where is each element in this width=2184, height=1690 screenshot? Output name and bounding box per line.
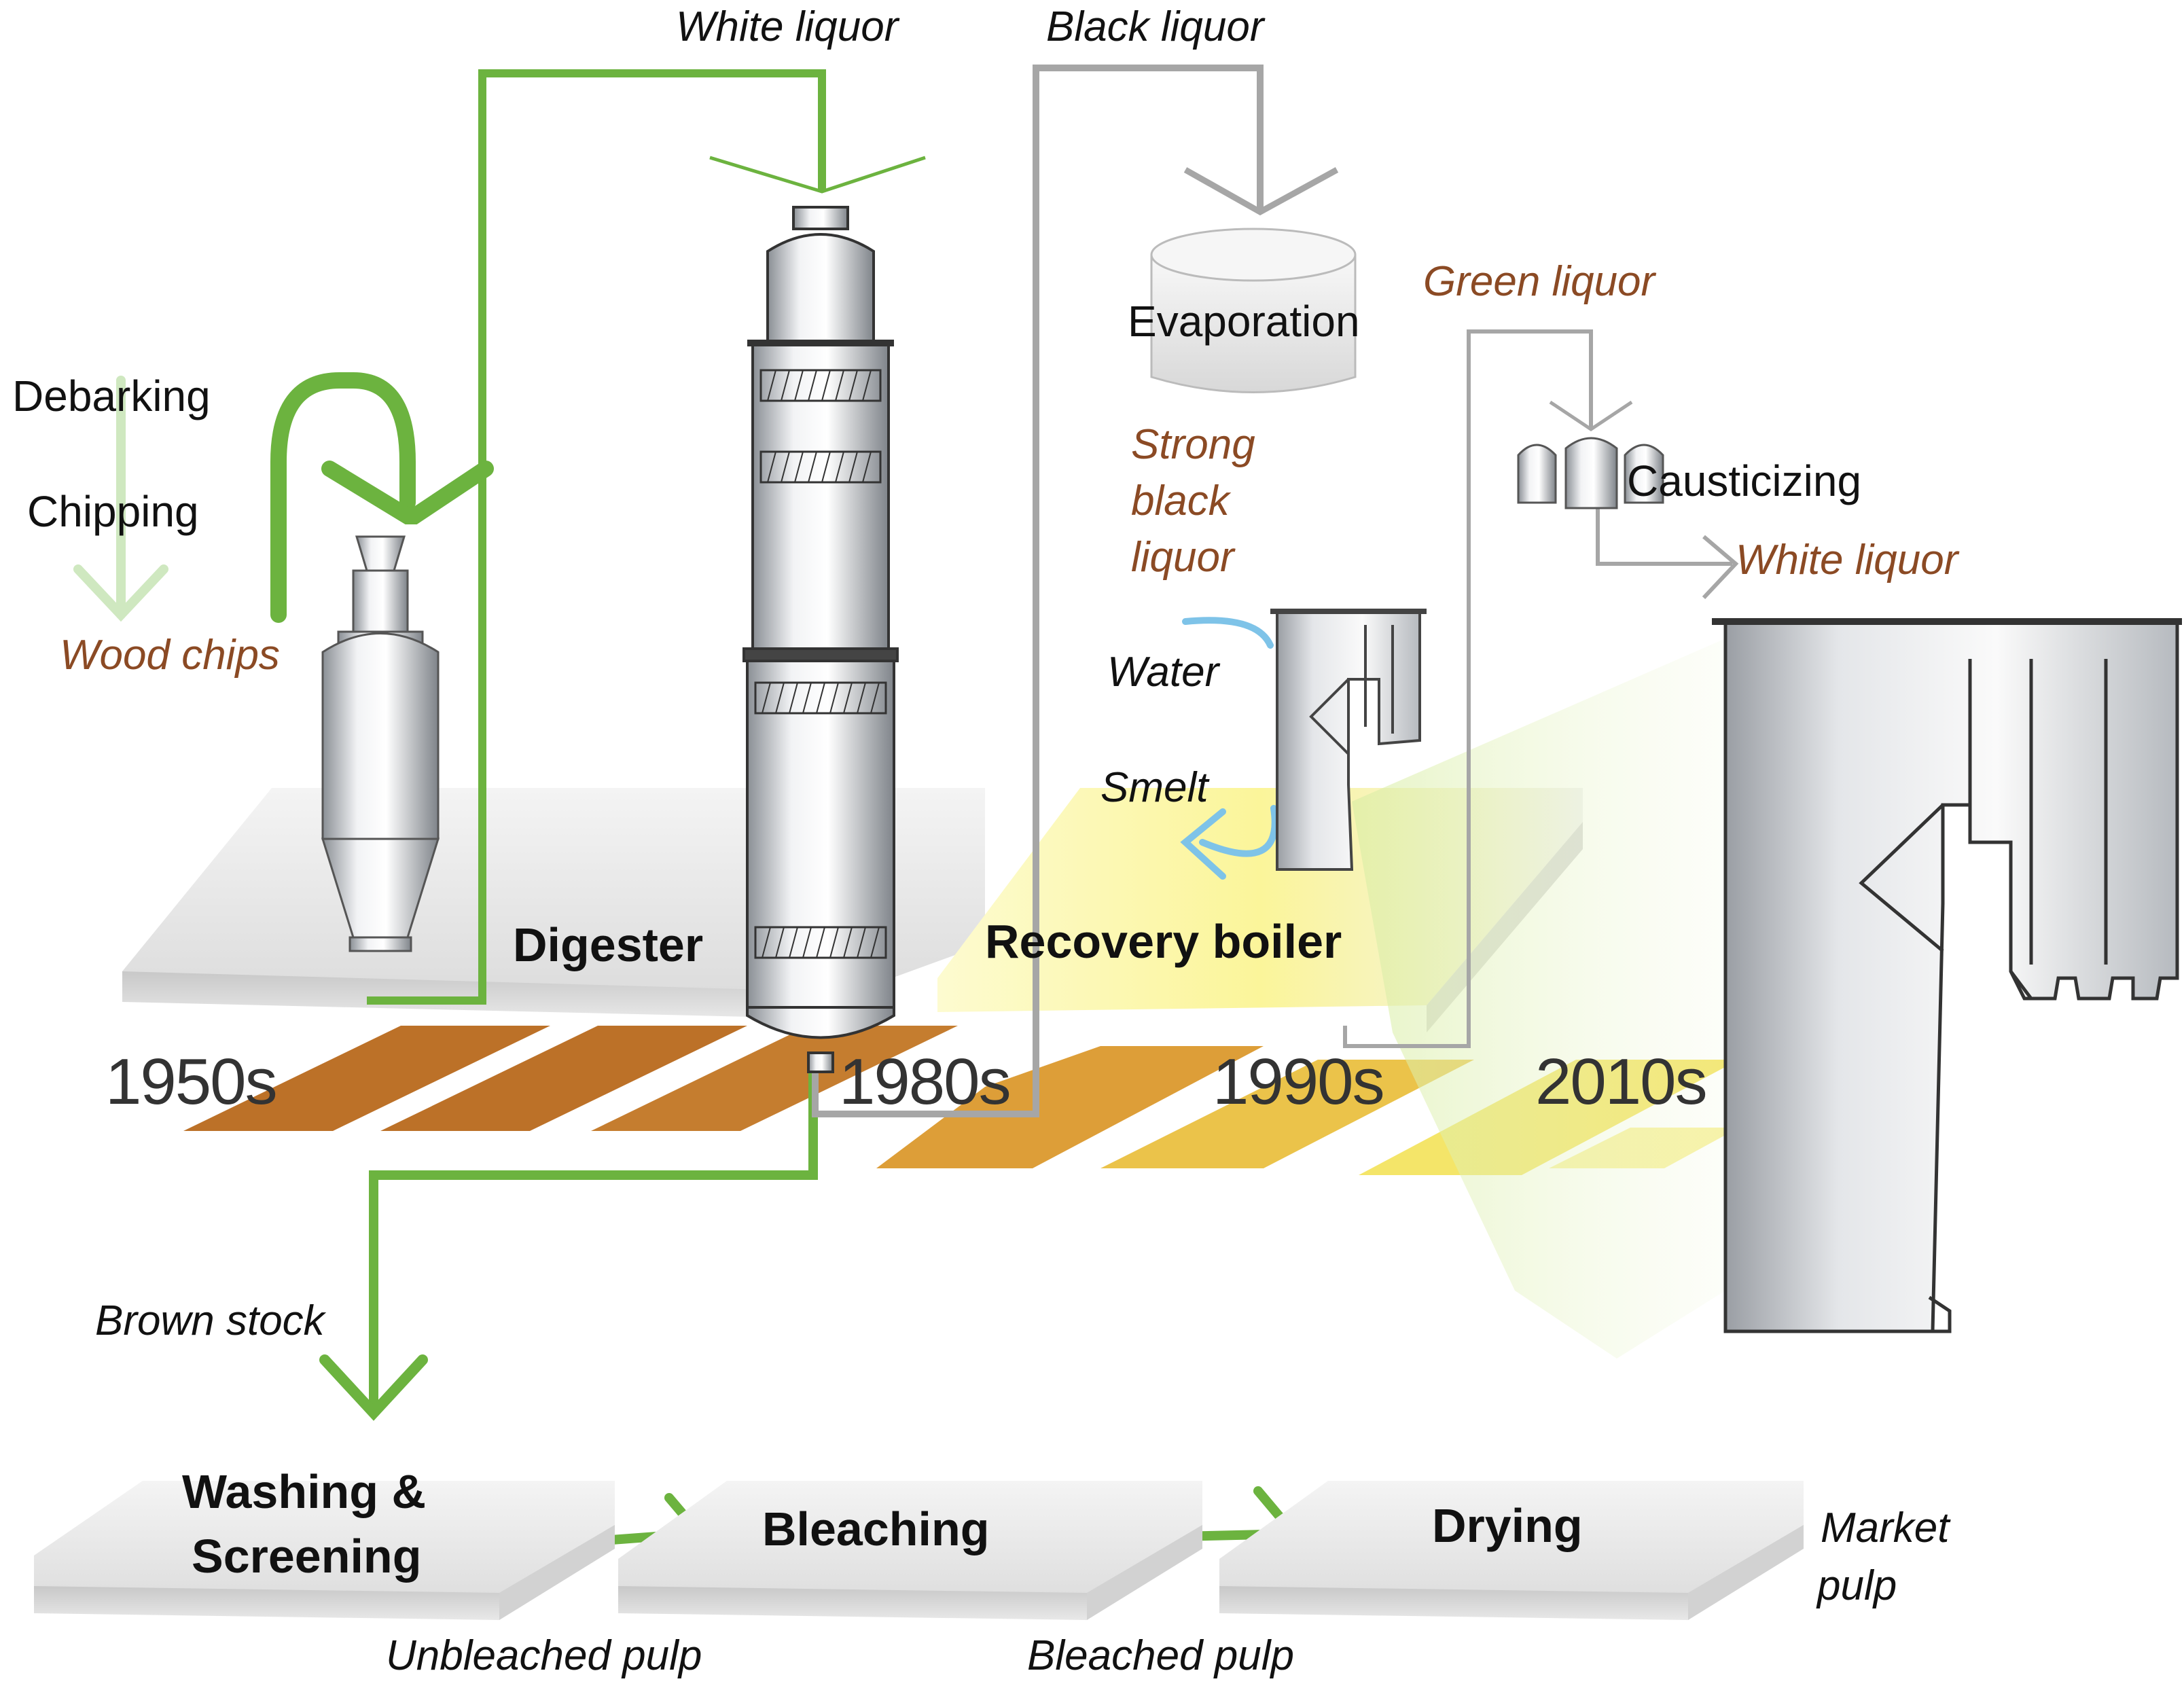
era-label-1950s: 1950s	[105, 1045, 276, 1118]
market-pulp-line-2: pulp	[1816, 1562, 1897, 1609]
recovery-boiler-stage-label: Recovery boiler	[985, 915, 1342, 968]
white-liquor-top-label: White liquor	[676, 3, 900, 50]
evaporation-label: Evaporation	[1128, 297, 1360, 346]
causticizing-tanks-icon	[1517, 437, 1664, 509]
market-pulp-line-1: Market	[1821, 1505, 1951, 1551]
small-recovery-boiler-icon	[1270, 609, 1427, 871]
chip-feeder-vessel-icon	[321, 535, 440, 952]
chipping-label: Chipping	[27, 487, 199, 536]
brown-stock-label: Brown stock	[95, 1297, 327, 1344]
black-liquor-label: Black liquor	[1046, 3, 1266, 50]
bleached-pulp-label: Bleached pulp	[1027, 1632, 1294, 1679]
smelt-label: Smelt	[1100, 764, 1210, 811]
white-liquor-right-label: White liquor	[1736, 537, 1960, 583]
bleaching-stage-label: Bleaching	[762, 1503, 990, 1556]
era-label-2010s: 2010s	[1535, 1045, 1706, 1118]
strong-black-liquor-line-1: Strong	[1131, 421, 1255, 468]
wood-chips-label: Wood chips	[60, 632, 280, 679]
green-liquor-label: Green liquor	[1423, 258, 1657, 305]
water-smelt-arrows	[1180, 617, 1278, 880]
pre-processing-arrow	[73, 376, 168, 622]
strong-black-liquor-line-2: black	[1131, 478, 1232, 524]
debarking-label: Debarking	[12, 372, 211, 420]
boiler-zoom-beam	[1352, 639, 1725, 1359]
era-label-1990s: 1990s	[1213, 1045, 1384, 1118]
washing-stage-label-line-2: Screening	[192, 1530, 421, 1583]
digester-stage-label: Digester	[513, 918, 703, 971]
causticizing-label: Causticizing	[1627, 456, 1861, 505]
drying-stage-label: Drying	[1432, 1499, 1583, 1552]
strong-black-liquor-line-3: liquor	[1131, 534, 1236, 581]
washing-stage-label-line-1: Washing &	[182, 1465, 426, 1518]
evaporation-tank-icon	[1150, 228, 1357, 393]
large-recovery-boiler-icon	[1712, 618, 2182, 1333]
unbleached-pulp-label: Unbleached pulp	[386, 1632, 702, 1679]
drying-platform	[1219, 1481, 1804, 1620]
digester-column-icon	[742, 206, 899, 1073]
gray-flow-lines	[812, 65, 1739, 1117]
washing-screening-platform	[34, 1481, 615, 1620]
era-label-1980s: 1980s	[839, 1045, 1010, 1118]
water-label: Water	[1107, 649, 1221, 696]
bleaching-platform	[618, 1481, 1202, 1620]
